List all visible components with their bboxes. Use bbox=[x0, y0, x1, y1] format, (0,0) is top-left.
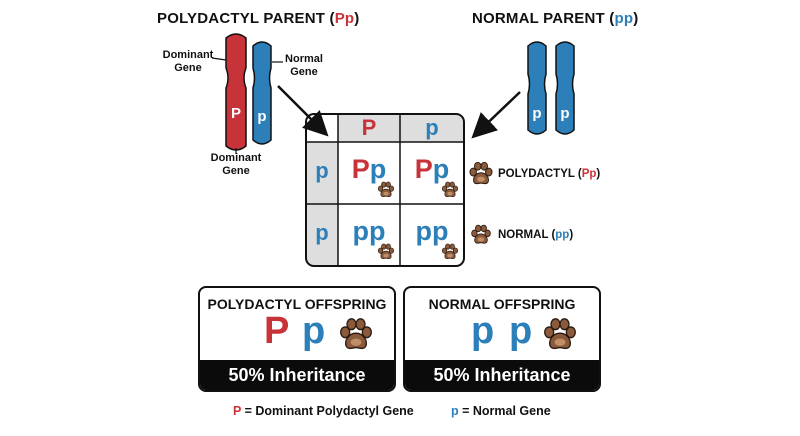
row-header-2: p bbox=[315, 220, 329, 245]
row-header-1: p bbox=[315, 158, 329, 183]
cell-dominant-allele: Pp bbox=[351, 154, 387, 184]
phenotype-normal-label: NORMAL (pp) bbox=[498, 229, 574, 241]
paw-icon bbox=[377, 181, 395, 204]
inheritance-band: 50% Inheritance bbox=[405, 360, 599, 390]
punnett-cell: pp bbox=[415, 216, 449, 246]
phenotype-polydactyl-label: POLYDACTYL (Pp) bbox=[498, 168, 601, 180]
polydactyl-offspring-card: POLYDACTYL OFFSPRING P p 50% Inheritance bbox=[198, 286, 396, 392]
punnett-cell: Pp bbox=[400, 154, 464, 185]
punnett-square bbox=[305, 113, 465, 267]
legend-dominant: P = Dominant Polydactyl Gene bbox=[233, 404, 414, 418]
label-pointer bbox=[211, 57, 227, 61]
arrow-icon bbox=[471, 91, 521, 139]
chromosome-normal-icon bbox=[555, 41, 575, 135]
cell-genotype: Pp bbox=[414, 154, 450, 184]
paw-icon bbox=[338, 317, 374, 358]
allele-dominant: P bbox=[230, 105, 241, 122]
offspring-letter-recessive: p bbox=[302, 310, 326, 352]
chromosome-dominant-icon bbox=[225, 33, 247, 151]
offspring-letter-dominant: P bbox=[264, 310, 290, 352]
inheritance-band: 50% Inheritance bbox=[200, 360, 394, 390]
paw-icon bbox=[441, 243, 459, 266]
chromosome-normal-icon bbox=[527, 41, 547, 135]
punnett-cell: pp bbox=[352, 216, 386, 246]
paw-icon bbox=[468, 161, 494, 192]
dominant-gene-label-bottom: Dominant Gene bbox=[210, 152, 262, 177]
paw-icon bbox=[470, 224, 492, 251]
paw-icon bbox=[377, 243, 395, 266]
col-header-dominant: P bbox=[361, 115, 377, 140]
normal-offspring-card: NORMAL OFFSPRING p p 50% Inheritance bbox=[403, 286, 601, 392]
offspring-letter-normal-1: p bbox=[471, 310, 495, 352]
dominant-gene-label-top: Dominant Gene bbox=[162, 49, 214, 74]
paw-icon bbox=[542, 317, 578, 358]
allele-normal-1: p bbox=[532, 105, 542, 122]
paw-icon bbox=[441, 181, 459, 204]
polydactyl-parent-title: POLYDACTYL PARENT (Pp) bbox=[157, 10, 360, 27]
allele-recessive: p bbox=[257, 108, 267, 125]
punnett-cell: Pp bbox=[338, 154, 400, 185]
chromosome-normal-icon bbox=[252, 41, 272, 145]
allele-normal-2: p bbox=[560, 105, 570, 122]
normal-parent-title: NORMAL PARENT (pp) bbox=[472, 10, 639, 27]
legend-normal: p = Normal Gene bbox=[451, 404, 551, 418]
col-header-recessive: p bbox=[425, 115, 439, 140]
offspring-letter-normal-2: p bbox=[509, 310, 533, 352]
card-title: NORMAL OFFSPRING bbox=[428, 296, 576, 312]
arrow-icon bbox=[277, 85, 329, 137]
normal-gene-label: Normal Gene bbox=[285, 53, 323, 78]
card-title: POLYDACTYL OFFSPRING bbox=[207, 296, 387, 312]
